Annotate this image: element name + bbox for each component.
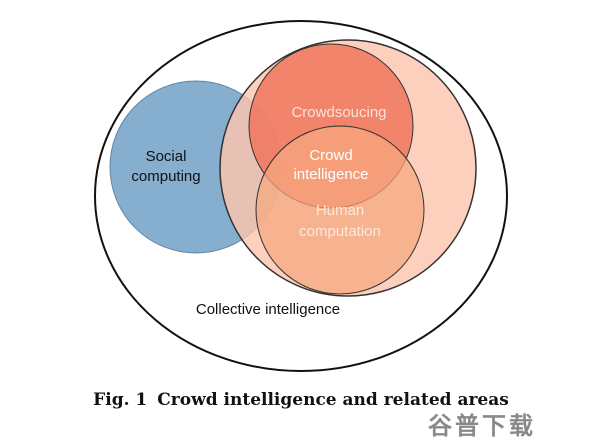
collective-intelligence-label: Collective intelligence [196,301,340,318]
watermark-text: 谷普下载 [428,412,536,440]
watermark-logo: 谷普下载 [418,404,598,440]
human-computation-label-line2: computation [299,223,381,240]
figure-title: Crowd intelligence and related areas [157,390,509,410]
figure-caption: Fig. 1 Crowd intelligence and related are… [0,390,602,410]
crowdsourcing-label: Crowdsoucing [291,104,386,121]
social-computing-label-line2: computing [131,168,200,185]
figure-number: Fig. 1 [93,390,148,410]
crowd-intelligence-label-line2: intelligence [293,166,368,183]
crowd-intelligence-label-line1: Crowd [309,147,352,164]
human-computation-circle [255,125,425,295]
social-computing-label-line1: Social [146,148,187,165]
human-computation-label-line1: Human [316,202,364,219]
